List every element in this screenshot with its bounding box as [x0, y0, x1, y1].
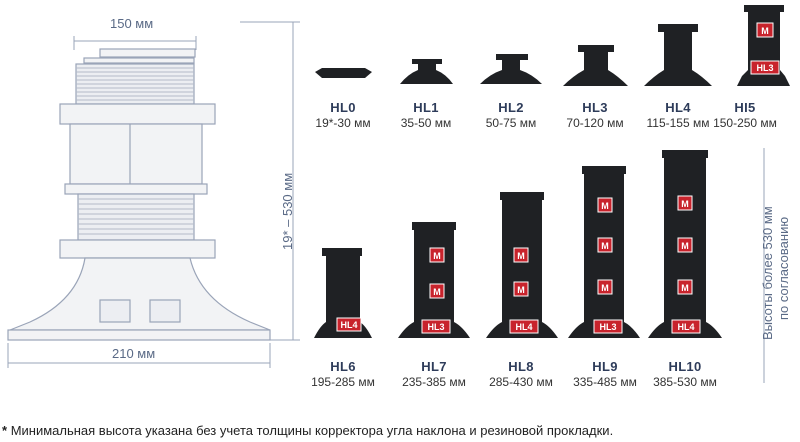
- badge-m: M: [761, 26, 769, 36]
- badge-m: M: [681, 283, 689, 293]
- badge-m: M: [601, 201, 609, 211]
- badge-m: M: [601, 283, 609, 293]
- model-code: HL9: [592, 359, 618, 374]
- model-card: HL10 385-530 мм: [630, 359, 740, 389]
- custom-height-note: Высоты более 530 мм по согласованию: [760, 150, 800, 380]
- model-card: HL7 235-385 мм: [379, 359, 489, 389]
- badge-m: M: [433, 251, 441, 261]
- model-card: HL4 115-155 мм: [623, 100, 733, 130]
- model-card: HI5 150-250 мм: [690, 100, 800, 130]
- badge-m: M: [681, 241, 689, 251]
- note-line-1: Высоты более 530 мм: [760, 206, 775, 340]
- model-card: HL2 50-75 мм: [456, 100, 566, 130]
- model-code: HL1: [413, 100, 439, 115]
- model-range: 35-50 мм: [400, 116, 452, 130]
- model-code: HL0: [330, 100, 356, 115]
- model-range: 235-385 мм: [402, 375, 466, 389]
- badge-m: M: [517, 285, 525, 295]
- model-code: HL8: [508, 359, 534, 374]
- model-code: HL3: [582, 100, 608, 115]
- footnote-star: *: [2, 423, 8, 438]
- note-line-2: по согласованию: [776, 216, 791, 320]
- badge-m: M: [601, 241, 609, 251]
- badge-hl4: HL4: [340, 320, 357, 330]
- base-dimension-label: 210 мм: [112, 346, 156, 361]
- model-card: HL0 19*-30 мм: [288, 100, 398, 130]
- model-code: HL6: [330, 359, 356, 374]
- model-range: 285-430 мм: [489, 375, 553, 389]
- model-code: HL7: [421, 359, 447, 374]
- model-code: HL2: [498, 100, 524, 115]
- footnote-text: Минимальная высота указана без учета тол…: [10, 423, 614, 438]
- model-card: HL6 195-285 мм: [288, 359, 398, 389]
- model-card: HL3 70-120 мм: [540, 100, 650, 130]
- model-range: 19*-30 мм: [315, 116, 371, 130]
- badge-m: M: [681, 199, 689, 209]
- model-range: 115-155 мм: [646, 116, 710, 130]
- model-card: HL9 335-485 мм: [550, 359, 660, 389]
- model-range: 50-75 мм: [485, 116, 537, 130]
- model-range: 335-485 мм: [573, 375, 637, 389]
- model-code: HL4: [665, 100, 691, 115]
- model-code: HL10: [668, 359, 702, 374]
- model-range: 195-285 мм: [311, 375, 375, 389]
- footnote: * Минимальная высота указана без учета т…: [2, 423, 613, 438]
- model-card: HL8 285-430 мм: [466, 359, 576, 389]
- badge-m: M: [517, 251, 525, 261]
- badge-hl3: HL3: [756, 63, 773, 73]
- badge-hl4: HL4: [677, 322, 694, 332]
- model-range: 150-250 мм: [713, 116, 777, 130]
- model-code: HI5: [734, 100, 756, 115]
- badge-hl3: HL3: [427, 322, 444, 332]
- model-range: 385-530 мм: [653, 375, 717, 389]
- model-range: 70-120 мм: [566, 116, 624, 130]
- badge-hl4: HL4: [515, 322, 532, 332]
- model-card: HL1 35-50 мм: [371, 100, 481, 130]
- badge-m: M: [433, 287, 441, 297]
- badge-hl3: HL3: [599, 322, 616, 332]
- height-dimension-label: 19* – 530 мм: [280, 172, 295, 250]
- width-dimension-label: 150 мм: [110, 16, 154, 31]
